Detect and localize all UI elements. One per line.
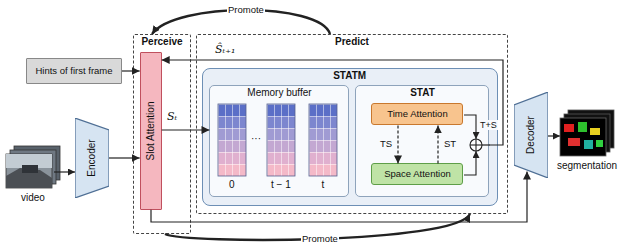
edge-label: ST [443, 139, 457, 150]
segmentation-frames [560, 110, 614, 156]
input-box: Hints of first frame [26, 58, 122, 84]
video-frames [6, 146, 60, 188]
image-label: segmentation [557, 160, 617, 172]
edge-label: Ŝₜ₊₁ [214, 44, 236, 57]
ellipsis-label: ··· [251, 133, 261, 145]
node-label: Space Attention [376, 169, 458, 180]
node-label: Perceive [141, 36, 182, 48]
process-box: Time Attention [371, 103, 463, 125]
index-label: t − 1 [271, 179, 291, 191]
connector [162, 129, 210, 130]
node-label: STAT [410, 87, 435, 99]
sum-symbol [470, 139, 482, 151]
node-label: Slot Attention [145, 101, 157, 160]
connector [109, 157, 140, 158]
node-label: Encoder [86, 139, 98, 176]
process-box: Space Attention [371, 163, 463, 185]
node-label: Memory buffer [247, 87, 311, 99]
encoder-shape: Encoder [75, 118, 109, 198]
memory-grid [218, 104, 337, 176]
decoder-shape: Decoder [514, 92, 548, 178]
node-label: Predict [335, 36, 369, 48]
node-label: Decoder [525, 116, 537, 154]
video-arrow [54, 171, 75, 172]
module-box: STAT Time AttentionSpace Attention [355, 85, 489, 197]
node-label: STATM [333, 70, 366, 82]
edge-label: TS [379, 139, 393, 150]
edge-label: Promote [301, 234, 339, 245]
trapezoid-fill [514, 92, 548, 178]
node-label: Hints of first frame [31, 66, 117, 77]
process-box: Slot Attention [140, 52, 162, 210]
sum-label: T+S [479, 120, 498, 130]
image-label: video [21, 192, 45, 204]
node-label: Time Attention [376, 109, 458, 120]
group-box: PerceiveSlot Attention [133, 34, 191, 234]
trapezoid-fill [75, 118, 109, 198]
index-label: 0 [229, 179, 235, 191]
sum-out-line [482, 144, 490, 145]
edge-label: Promote [227, 5, 265, 16]
decoder-arrow [548, 135, 560, 136]
connector [122, 70, 140, 71]
index-label: t [322, 179, 325, 191]
edge-label: Sₜ [166, 111, 178, 124]
